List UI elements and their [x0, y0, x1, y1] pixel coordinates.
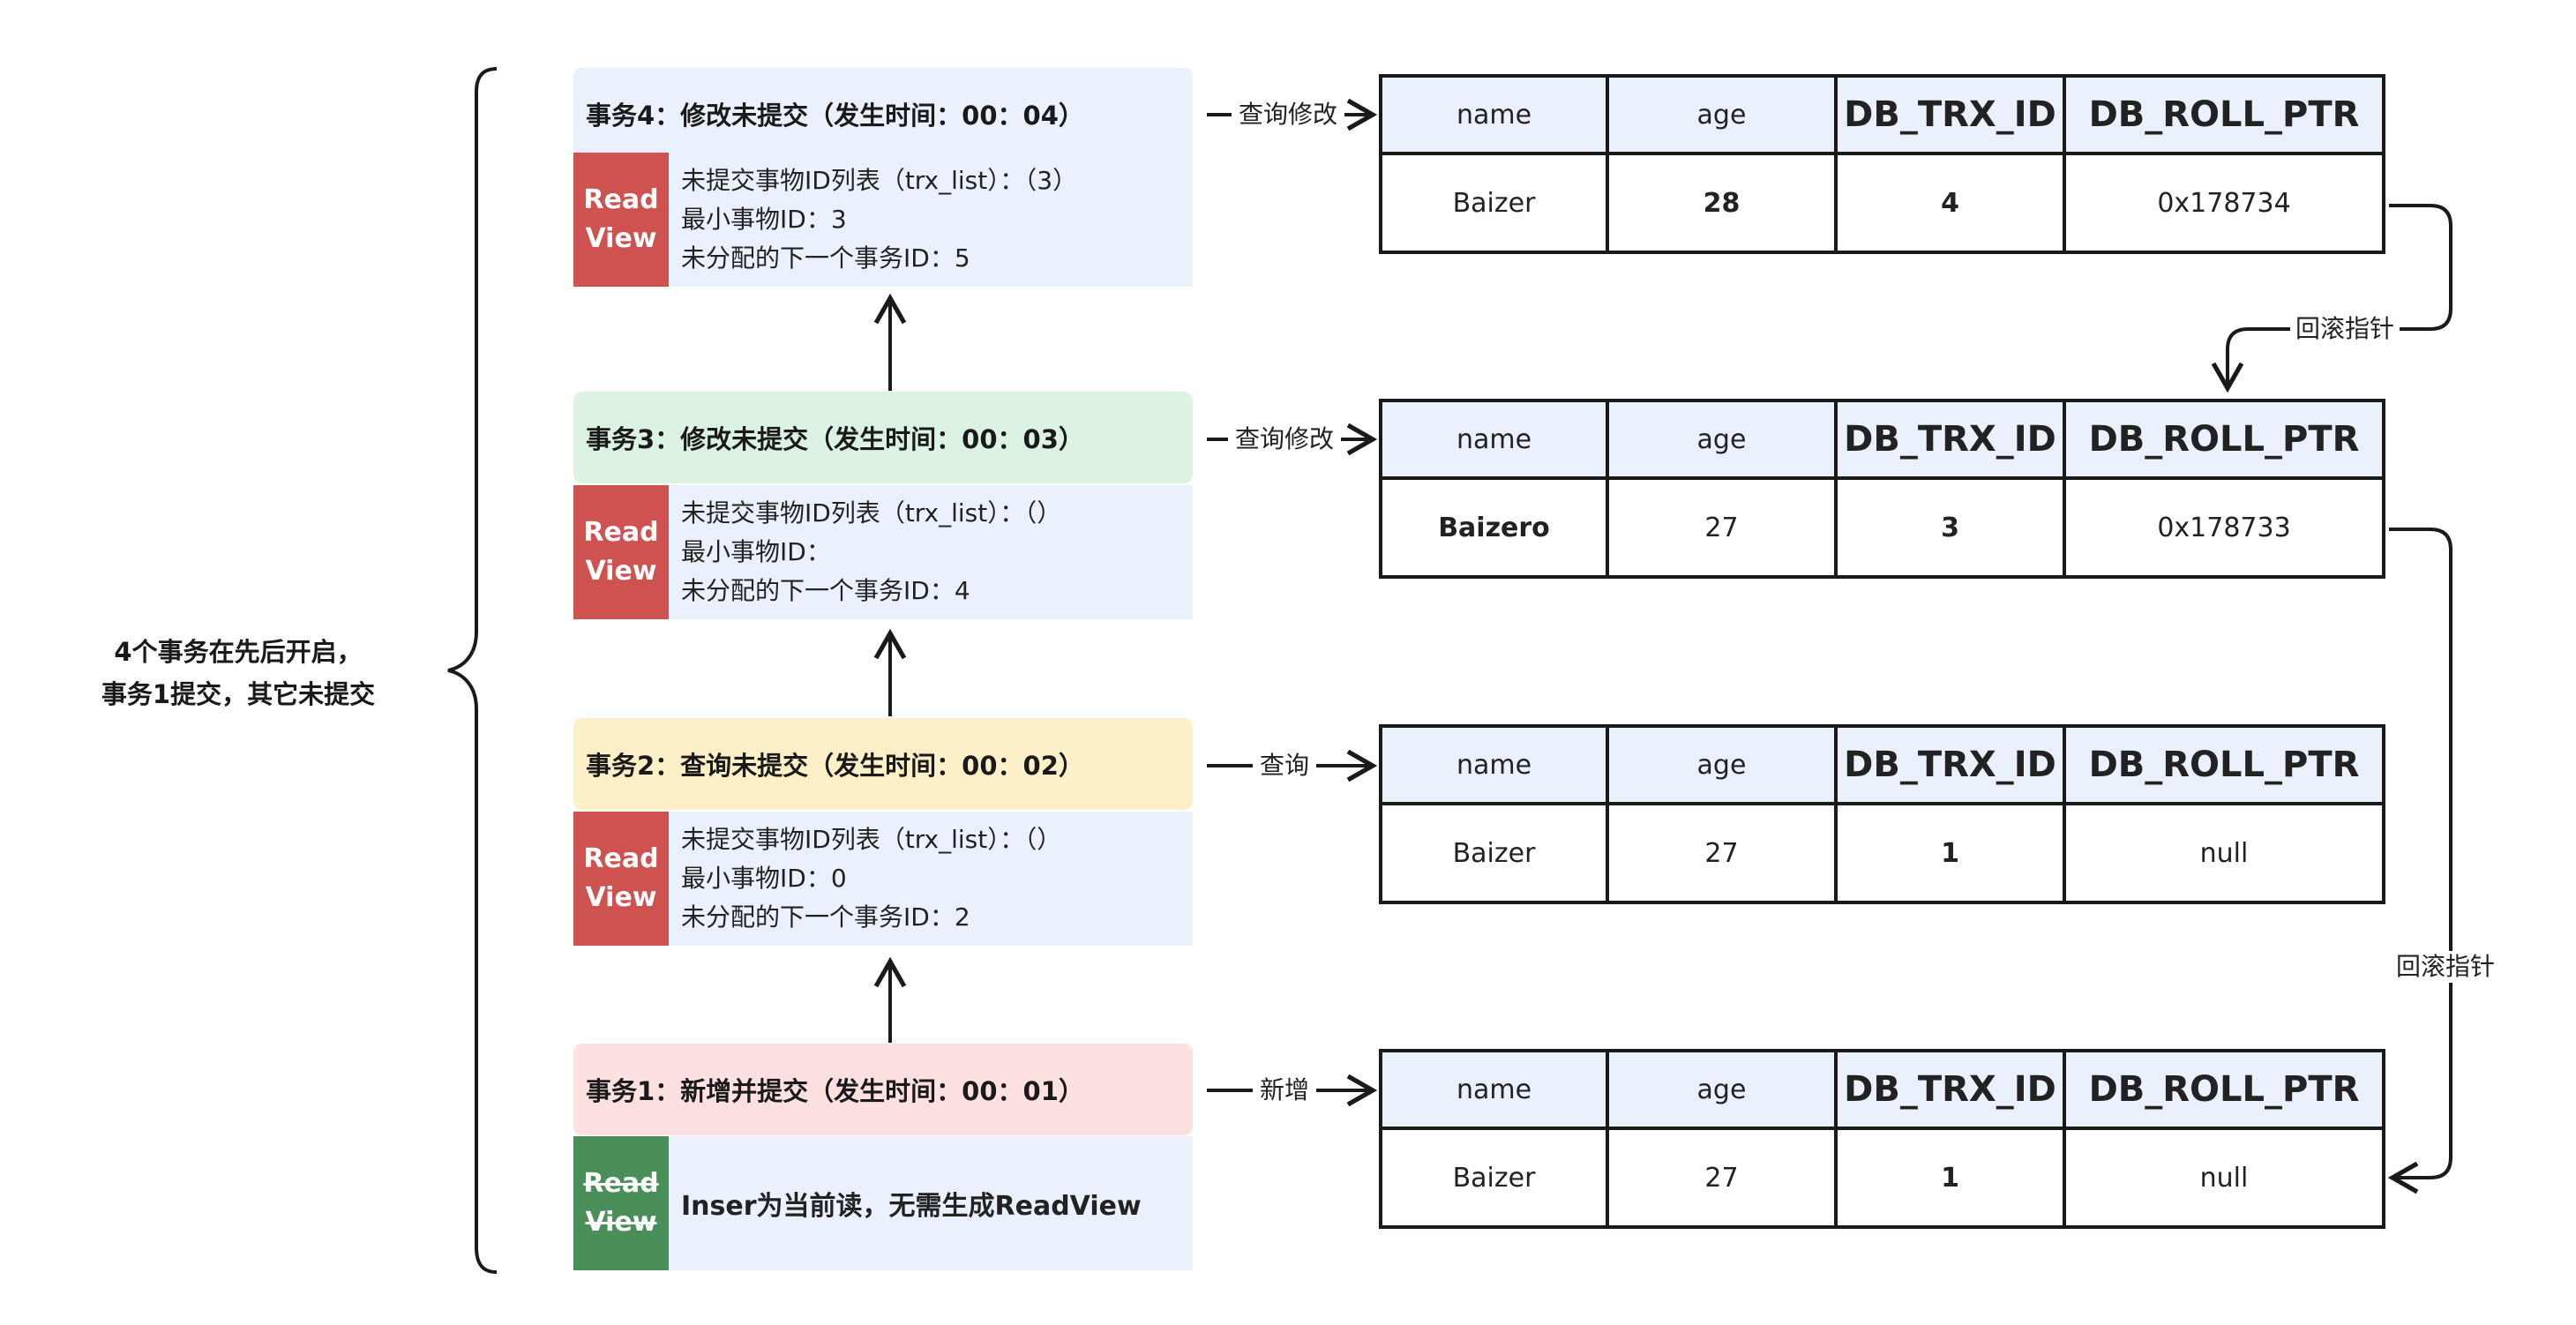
readview-badge-word: View — [585, 556, 657, 587]
readview-badge-word: Read — [583, 1168, 659, 1199]
txn2-readview-panel: Read View 未提交事物ID列表（trx_list）：（） 最小事物ID：… — [573, 812, 1193, 946]
txn1-operation-label: 新增 — [1253, 1074, 1317, 1106]
readview-badge-word: Read — [583, 184, 659, 215]
cell-roll-ptr: 0x178733 — [2063, 476, 2385, 579]
table-header-row: name age DB_TRX_ID DB_ROLL_PTR — [1379, 1049, 2385, 1130]
table-row: Baizero 27 3 0x178733 — [1379, 476, 2385, 579]
txn3-readview-lines: 未提交事物ID列表（trx_list）：（） 最小事物ID： 未分配的下一个事务… — [681, 494, 1184, 610]
header-db-roll-ptr: DB_ROLL_PTR — [2063, 399, 2385, 480]
cell-age: 27 — [1606, 802, 1838, 904]
cell-trx-id: 1 — [1834, 802, 2066, 904]
cell-name: Baizer — [1379, 802, 1609, 904]
readview-trx-list: 未提交事物ID列表（trx_list）：（3） — [681, 166, 1078, 195]
cell-roll-ptr: 0x178734 — [2063, 152, 2385, 254]
txn4-operation-label: 查询修改 — [1232, 99, 1345, 131]
left-brace — [447, 67, 498, 1274]
cell-trx-id: 3 — [1834, 476, 2066, 579]
summary-line-1: 4个事务在先后开启， — [114, 637, 363, 667]
table-row: Baizer 27 1 null — [1379, 802, 2385, 904]
txn2-title: 事务2：查询未提交（发生时间：00：02） — [573, 718, 1193, 810]
cell-trx-id: 1 — [1834, 1127, 2066, 1229]
txn2-operation-label: 查询 — [1253, 750, 1317, 782]
header-age: age — [1606, 724, 1838, 805]
txn4-readview-lines: 未提交事物ID列表（trx_list）：（3） 最小事物ID：3 未分配的下一个… — [681, 161, 1184, 278]
header-db-trx-id: DB_TRX_ID — [1834, 724, 2066, 805]
table-row: Baizer 27 1 null — [1379, 1127, 2385, 1229]
header-age: age — [1606, 1049, 1838, 1130]
txn1-title-text: 事务1：新增并提交（发生时间：00：01） — [586, 1076, 1084, 1106]
readview-next-id: 未分配的下一个事务ID：4 — [681, 576, 970, 605]
rollback-pointer-label-2: 回滚指针 — [2391, 951, 2501, 983]
readview-trx-list: 未提交事物ID列表（trx_list）：（） — [681, 498, 1062, 528]
txn4-title: 事务4：修改未提交（发生时间：00：04） — [573, 68, 1193, 160]
cell-roll-ptr: null — [2063, 802, 2385, 904]
txn3-readview-badge: Read View — [573, 485, 669, 619]
readview-badge-word: Read — [583, 517, 659, 548]
readview-badge-word: View — [585, 882, 657, 913]
txn1-title: 事务1：新增并提交（发生时间：00：01） — [573, 1044, 1193, 1135]
txn1-readview-note: Inser为当前读，无需生成ReadView — [681, 1191, 1142, 1222]
table-header-row: name age DB_TRX_ID DB_ROLL_PTR — [1379, 399, 2385, 480]
row-version-table-2: name age DB_TRX_ID DB_ROLL_PTR Baizer 27… — [1379, 724, 2385, 904]
rollback-arrow-2 — [2387, 528, 2452, 1194]
row-version-table-4: name age DB_TRX_ID DB_ROLL_PTR Baizer 28… — [1379, 74, 2385, 254]
txn2-title-text: 事务2：查询未提交（发生时间：00：02） — [586, 751, 1084, 781]
readview-min-id: 最小事物ID：0 — [681, 864, 847, 893]
txn4-title-text: 事务4：修改未提交（发生时间：00：04） — [586, 101, 1084, 131]
header-name: name — [1379, 399, 1609, 480]
txn3-readview-panel: Read View 未提交事物ID列表（trx_list）：（） 最小事物ID：… — [573, 485, 1193, 619]
txn2-readview-lines: 未提交事物ID列表（trx_list）：（） 最小事物ID：0 未分配的下一个事… — [681, 820, 1184, 937]
readview-next-id: 未分配的下一个事务ID：2 — [681, 902, 970, 932]
txn3-operation-label: 查询修改 — [1228, 423, 1342, 455]
readview-trx-list: 未提交事物ID列表（trx_list）：（） — [681, 825, 1062, 854]
summary-text: 4个事务在先后开启， 事务1提交，其它未提交 — [53, 631, 423, 715]
header-db-roll-ptr: DB_ROLL_PTR — [2063, 74, 2385, 155]
table-header-row: name age DB_TRX_ID DB_ROLL_PTR — [1379, 74, 2385, 155]
header-name: name — [1379, 74, 1609, 155]
readview-min-id: 最小事物ID： — [681, 537, 831, 566]
cell-roll-ptr: null — [2063, 1127, 2385, 1229]
header-age: age — [1606, 74, 1838, 155]
txn4-readview-badge: Read View — [573, 153, 669, 287]
txn1-readview-panel: Read View Inser为当前读，无需生成ReadView — [573, 1136, 1193, 1270]
cell-age: 27 — [1606, 1127, 1838, 1229]
readview-min-id: 最小事物ID：3 — [681, 205, 847, 234]
header-db-roll-ptr: DB_ROLL_PTR — [2063, 724, 2385, 805]
txn3-title: 事务3：修改未提交（发生时间：00：03） — [573, 392, 1193, 483]
row-version-table-1: name age DB_TRX_ID DB_ROLL_PTR Baizer 27… — [1379, 1049, 2385, 1229]
header-name: name — [1379, 1049, 1609, 1130]
txn4-readview-panel: Read View 未提交事物ID列表（trx_list）：（3） 最小事物ID… — [573, 153, 1193, 287]
summary-line-2: 事务1提交，其它未提交 — [101, 679, 376, 709]
readview-next-id: 未分配的下一个事务ID：5 — [681, 243, 970, 273]
readview-badge-word: View — [585, 223, 657, 254]
header-db-roll-ptr: DB_ROLL_PTR — [2063, 1049, 2385, 1130]
header-db-trx-id: DB_TRX_ID — [1834, 74, 2066, 155]
rollback-pointer-label-1: 回滚指针 — [2290, 313, 2400, 345]
header-age: age — [1606, 399, 1838, 480]
header-name: name — [1379, 724, 1609, 805]
cell-age: 28 — [1606, 152, 1838, 254]
txn1-readview-badge-struck: Read View — [573, 1136, 669, 1270]
cell-name: Baizero — [1379, 476, 1609, 579]
table-row: Baizer 28 4 0x178734 — [1379, 152, 2385, 254]
readview-badge-word: View — [585, 1207, 657, 1238]
cell-name: Baizer — [1379, 152, 1609, 254]
txn3-title-text: 事务3：修改未提交（发生时间：00：03） — [586, 424, 1084, 454]
cell-trx-id: 4 — [1834, 152, 2066, 254]
readview-badge-word: Read — [583, 843, 659, 874]
header-db-trx-id: DB_TRX_ID — [1834, 399, 2066, 480]
table-header-row: name age DB_TRX_ID DB_ROLL_PTR — [1379, 724, 2385, 805]
cell-age: 27 — [1606, 476, 1838, 579]
txn2-readview-badge: Read View — [573, 812, 669, 946]
cell-name: Baizer — [1379, 1127, 1609, 1229]
row-version-table-3: name age DB_TRX_ID DB_ROLL_PTR Baizero 2… — [1379, 399, 2385, 579]
header-db-trx-id: DB_TRX_ID — [1834, 1049, 2066, 1130]
